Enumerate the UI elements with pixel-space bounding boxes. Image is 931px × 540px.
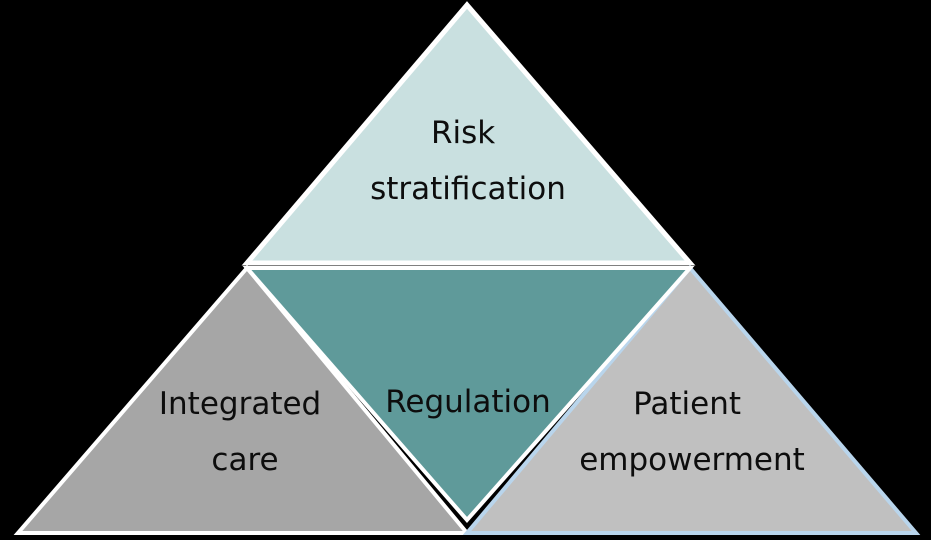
segment-risk-stratification-shape[interactable]: [241, 1, 696, 266]
segment-integrated-care-shape[interactable]: [13, 264, 472, 535]
segment-patient-empowerment-shape[interactable]: [462, 264, 921, 535]
segment-regulation-shape[interactable]: [242, 266, 695, 524]
